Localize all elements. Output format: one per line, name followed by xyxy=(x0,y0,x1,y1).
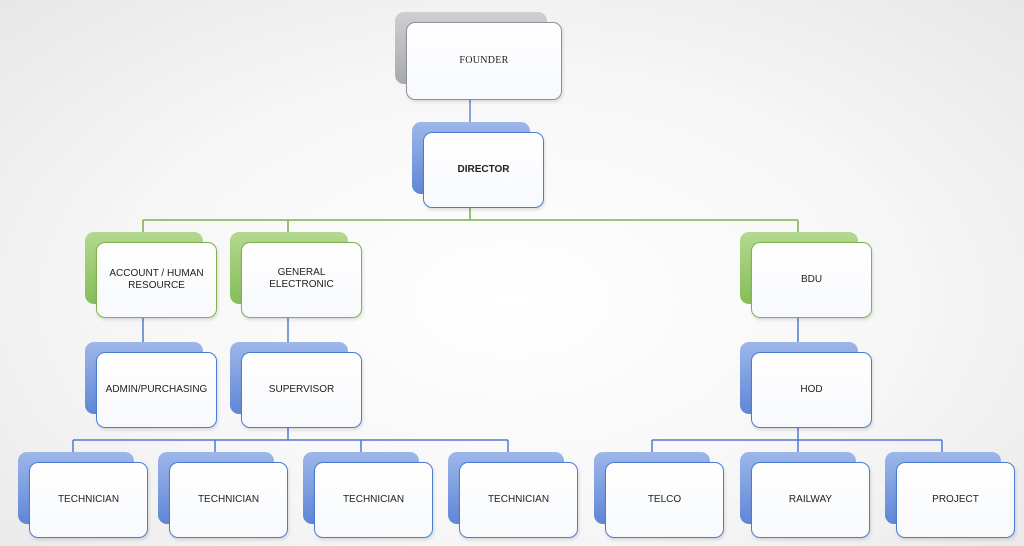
node-founder-label: FOUNDER xyxy=(459,55,509,66)
node-admin-purchasing-label: ADMIN/PURCHASING xyxy=(105,384,208,395)
node-telco-label: TELCO xyxy=(647,494,682,505)
node-railway: RAILWAY xyxy=(740,452,870,538)
node-supervisor: SUPERVISOR xyxy=(230,342,362,428)
node-hod: HOD xyxy=(740,342,872,428)
node-bdu-label: BDU xyxy=(800,274,823,285)
node-telco-box: TELCO xyxy=(605,462,724,538)
node-account-hr-label: ACCOUNT / HUMAN RESOURCE xyxy=(109,268,204,291)
node-telco: TELCO xyxy=(594,452,724,538)
node-technician-2-label: TECHNICIAN xyxy=(197,494,260,505)
node-bdu: BDU xyxy=(740,232,872,318)
node-general-electronic-box: GENERAL ELECTRONIC xyxy=(241,242,362,318)
node-director-box: DIRECTOR xyxy=(423,132,544,208)
node-director-label: DIRECTOR xyxy=(457,164,510,175)
node-general-electronic-label: GENERAL ELECTRONIC xyxy=(269,267,334,290)
node-bdu-box: BDU xyxy=(751,242,872,318)
node-hod-label: HOD xyxy=(800,384,823,395)
node-director: DIRECTOR xyxy=(412,122,544,208)
connector-supervisor-technicians xyxy=(72,428,509,463)
node-technician-4: TECHNICIAN xyxy=(448,452,578,538)
node-railway-box: RAILWAY xyxy=(751,462,870,538)
node-supervisor-box: SUPERVISOR xyxy=(241,352,362,428)
node-technician-2-box: TECHNICIAN xyxy=(169,462,288,538)
node-account-hr: ACCOUNT / HUMAN RESOURCE xyxy=(85,232,217,318)
node-railway-label: RAILWAY xyxy=(788,494,833,505)
node-technician-3-label: TECHNICIAN xyxy=(342,494,405,505)
node-supervisor-label: SUPERVISOR xyxy=(268,384,335,395)
node-technician-3: TECHNICIAN xyxy=(303,452,433,538)
node-account-hr-box: ACCOUNT / HUMAN RESOURCE xyxy=(96,242,217,318)
node-general-electronic: GENERAL ELECTRONIC xyxy=(230,232,362,318)
node-project: PROJECT xyxy=(885,452,1015,538)
node-technician-4-label: TECHNICIAN xyxy=(487,494,550,505)
connector-director-level2 xyxy=(142,208,799,243)
node-project-box: PROJECT xyxy=(896,462,1015,538)
connector-hod-units xyxy=(651,428,943,463)
node-technician-4-box: TECHNICIAN xyxy=(459,462,578,538)
node-founder: FOUNDER xyxy=(395,12,562,100)
node-project-label: PROJECT xyxy=(932,494,979,505)
node-technician-1-label: TECHNICIAN xyxy=(57,494,120,505)
node-technician-1-box: TECHNICIAN xyxy=(29,462,148,538)
node-admin-purchasing-box: ADMIN/PURCHASING xyxy=(96,352,217,428)
node-technician-3-box: TECHNICIAN xyxy=(314,462,433,538)
node-technician-2: TECHNICIAN xyxy=(158,452,288,538)
node-founder-box: FOUNDER xyxy=(406,22,562,100)
node-technician-1: TECHNICIAN xyxy=(18,452,148,538)
node-admin-purchasing: ADMIN/PURCHASING xyxy=(85,342,217,428)
node-hod-box: HOD xyxy=(751,352,872,428)
